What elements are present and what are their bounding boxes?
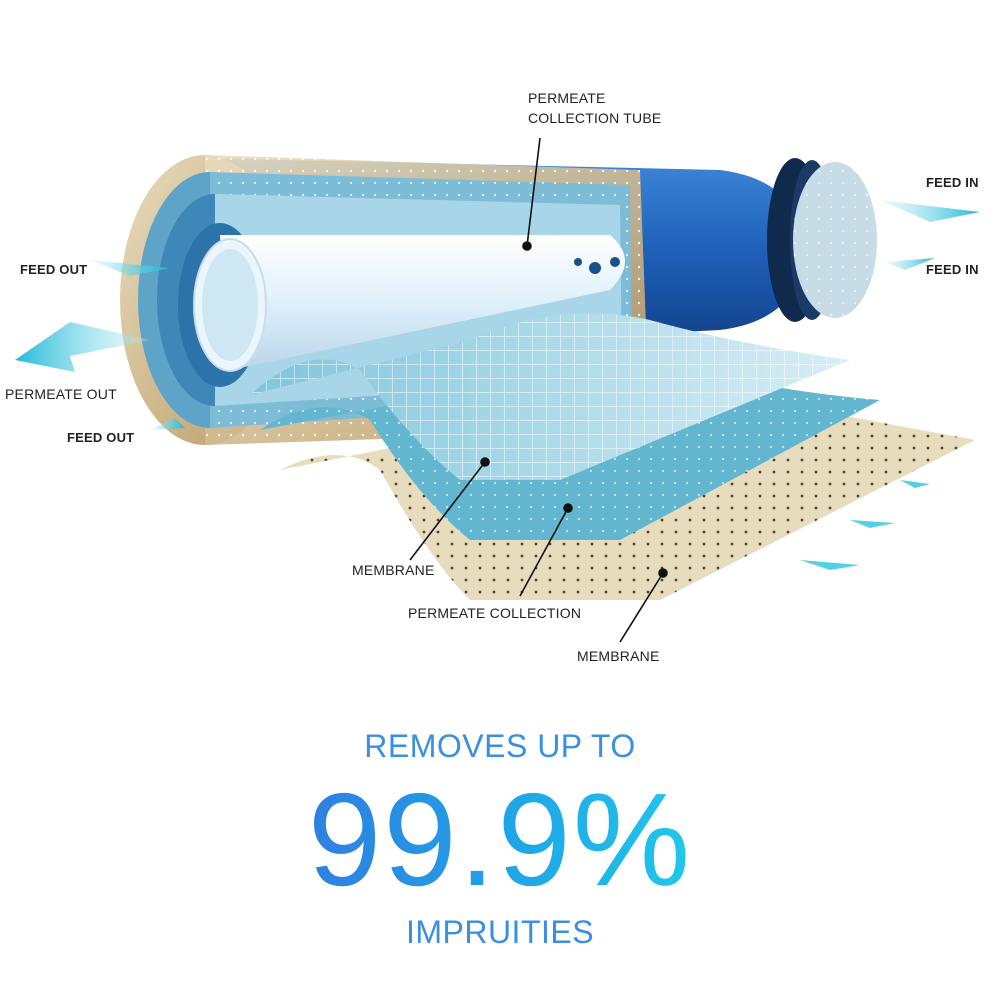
feed-in-arrow <box>885 258 935 270</box>
unrolled-sheets <box>250 313 975 600</box>
label-permeate-collection-tube: PERMEATE COLLECTION TUBE <box>528 90 662 126</box>
headline-value: 99.9% <box>0 770 1000 910</box>
headline-top: REMOVES UP TO <box>364 728 636 764</box>
tube-hole <box>610 257 620 267</box>
label-permeate-out: PERMEATE OUT <box>5 386 117 402</box>
label-feed-in-bottom: FEED IN <box>926 262 979 277</box>
label-membrane-1: MEMBRANE <box>352 562 435 578</box>
label-feed-in-top: FEED IN <box>926 175 979 190</box>
label-permeate-collection: PERMEATE COLLECTION <box>408 605 582 621</box>
label-feed-out-top: FEED OUT <box>20 262 88 277</box>
label-feed-out-bottom: FEED OUT <box>67 430 135 445</box>
flow-arrow <box>800 560 860 570</box>
feed-out-arrow <box>90 260 170 276</box>
flow-arrows <box>15 200 980 570</box>
flow-arrow <box>900 480 930 488</box>
headline-value-text: 99.9% <box>307 766 693 913</box>
ro-membrane-diagram <box>15 137 980 643</box>
permeate-collection-tube <box>193 235 625 372</box>
tube-hole <box>589 262 601 274</box>
tube-hole <box>574 258 582 266</box>
permeate-out-arrow <box>15 322 150 372</box>
headline-bottom: IMPRUITIES <box>405 914 595 950</box>
feed-out-arrow <box>150 418 185 430</box>
label-membrane-2: MEMBRANE <box>577 648 660 664</box>
flow-arrow <box>850 520 895 528</box>
leader-lines <box>409 137 668 643</box>
feed-in-arrow <box>880 200 980 222</box>
